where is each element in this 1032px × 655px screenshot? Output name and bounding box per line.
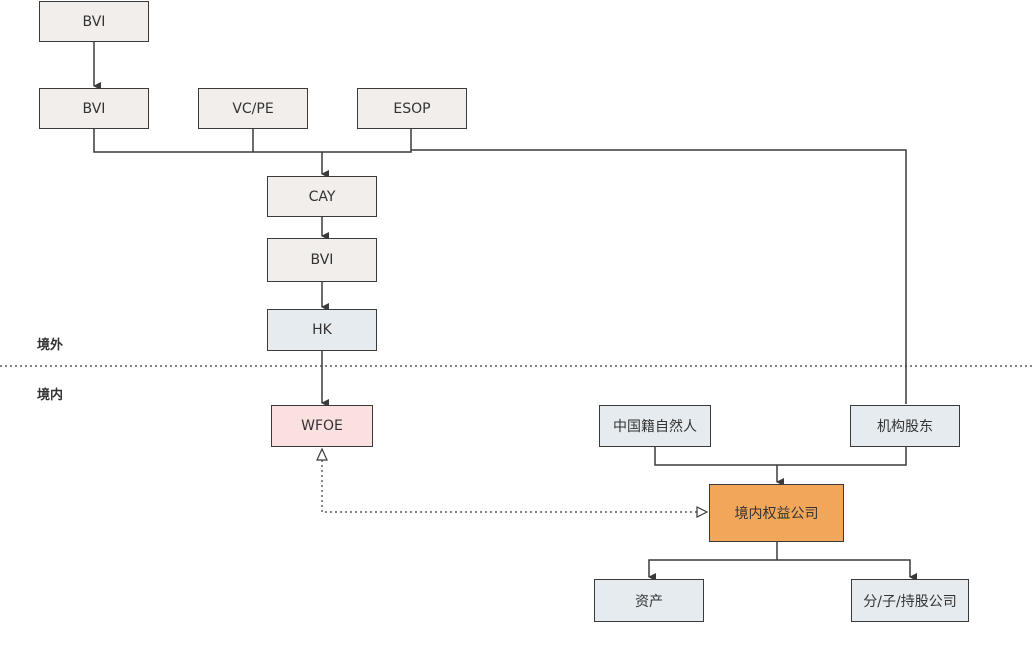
edge-esop-to-institutional bbox=[411, 149, 907, 404]
node-chinese-natural-person: 中国籍自然人 bbox=[599, 405, 711, 447]
node-bvi-top: BVI bbox=[39, 1, 149, 42]
node-cay: CAY bbox=[267, 176, 377, 217]
edge-bvi-to-cay bbox=[93, 129, 322, 153]
node-hk: HK bbox=[267, 309, 377, 351]
edge-institutional-to-entity bbox=[777, 447, 907, 466]
edge-entity-to-subsidiaries bbox=[777, 559, 917, 581]
edge-wfoe-vie-control bbox=[321, 460, 706, 512]
node-bvi-founder: BVI bbox=[39, 88, 149, 129]
zone-label-onshore: 境内 bbox=[37, 388, 64, 403]
node-bvi-mid: BVI bbox=[267, 238, 377, 282]
zone-label-offshore: 境外 bbox=[37, 338, 64, 353]
wfoe-open-arrowhead bbox=[316, 447, 328, 461]
edge-esop-to-cay bbox=[322, 129, 412, 153]
node-institutional-shareholder: 机构股东 bbox=[850, 405, 960, 447]
node-vcpe: VC/PE bbox=[198, 88, 308, 129]
node-subsidiaries: 分/子/持股公司 bbox=[851, 579, 969, 622]
node-esop: ESOP bbox=[357, 88, 467, 129]
node-assets: 资产 bbox=[594, 579, 704, 622]
node-domestic-entity: 境内权益公司 bbox=[709, 484, 844, 542]
node-wfoe: WFOE bbox=[271, 405, 373, 447]
edge-natural-person-to-entity bbox=[654, 447, 777, 466]
edge-entity-to-assets bbox=[648, 559, 777, 581]
